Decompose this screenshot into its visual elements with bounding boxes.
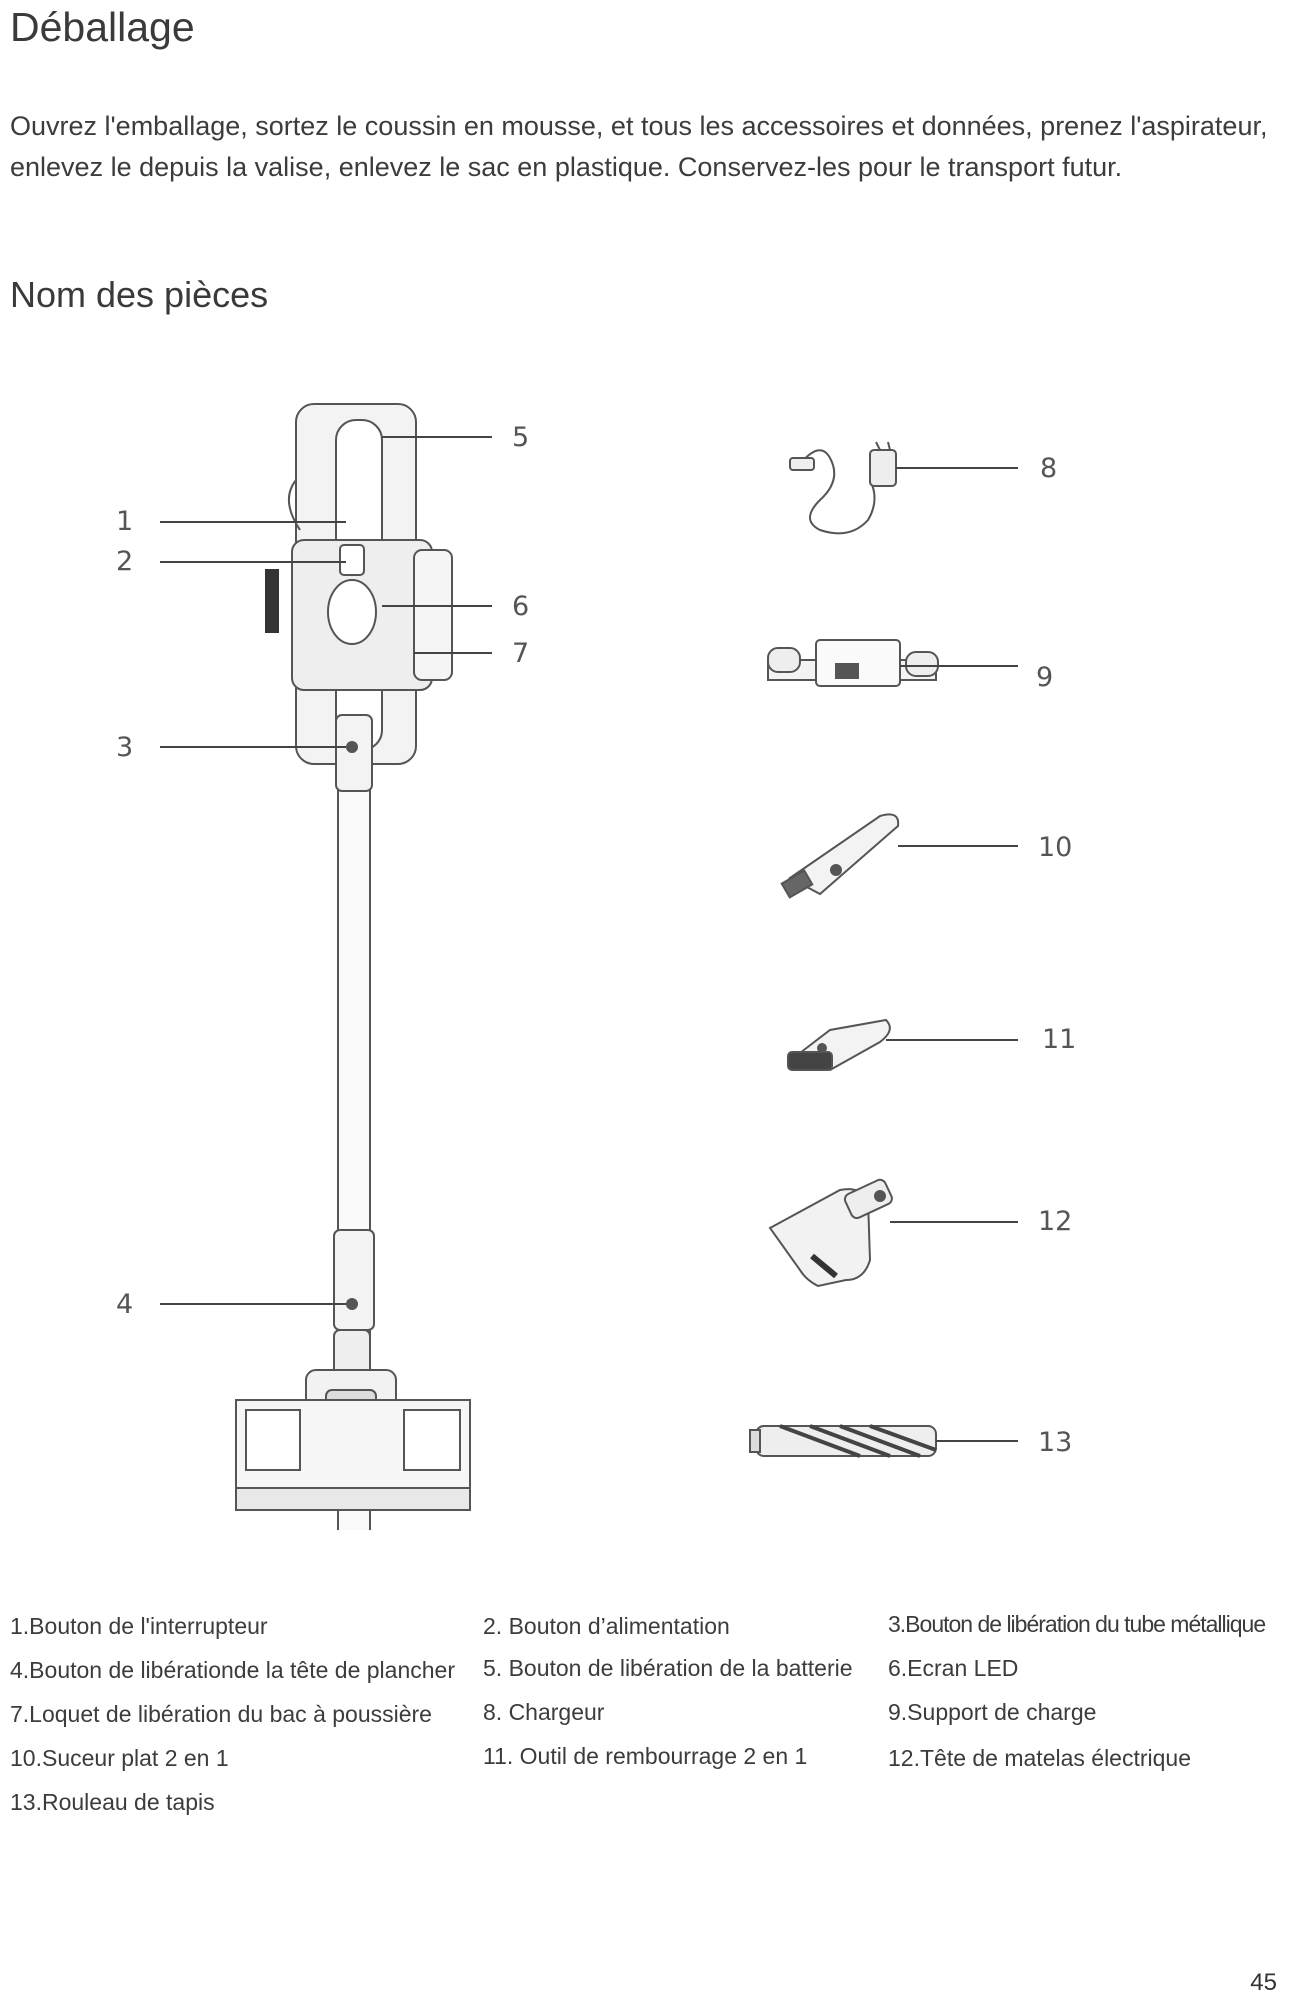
legend-item-12: 12.Tête de matelas électrique <box>888 1745 1192 1771</box>
charger-illustration <box>789 441 897 535</box>
crevice-tool-illustration <box>780 813 900 899</box>
callout-7: 7 <box>512 638 529 669</box>
vacuum-illustration <box>235 403 471 1530</box>
page-number: 45 <box>1250 1969 1277 1996</box>
callout-2: 2 <box>116 546 133 577</box>
callout-4: 4 <box>116 1289 133 1320</box>
callout-9: 9 <box>1036 662 1053 693</box>
section-title: Déballage <box>10 4 195 50</box>
charging-stand-illustration <box>767 639 939 687</box>
callout-1: 1 <box>116 506 133 537</box>
parts-title: Nom des pièces <box>10 274 269 315</box>
upholstery-tool-illustration <box>787 1018 891 1072</box>
legend-item-4: 4.Bouton de libérationde la tête de plan… <box>10 1657 455 1683</box>
legend-item-8: 8. Chargeur <box>483 1699 605 1725</box>
legend-item-11: 11. Outil de rembourrage 2 en 1 <box>483 1743 808 1769</box>
intro-paragraph: Ouvrez l'emballage, sortez le coussin en… <box>10 111 1268 182</box>
callout-6: 6 <box>512 591 529 622</box>
legend-item-7: 7.Loquet de libération du bac à poussièr… <box>10 1701 432 1727</box>
legend-item-5: 5. Bouton de libération de la batterie <box>483 1655 853 1681</box>
legend-item-3: 3.Bouton de libération du tube métalliqu… <box>888 1611 1266 1637</box>
legend-item-2: 2. Bouton d’alimentation <box>483 1613 730 1639</box>
carpet-roller-illustration <box>749 1424 937 1458</box>
callout-3: 3 <box>116 732 133 763</box>
mattress-head-illustration <box>768 1178 893 1288</box>
callout-12: 12 <box>1038 1206 1072 1237</box>
legend-item-13: 13.Rouleau de tapis <box>10 1789 215 1815</box>
legend-item-1: 1.Bouton de l'interrupteur <box>10 1613 268 1639</box>
callout-5: 5 <box>512 422 529 453</box>
legend-item-10: 10.Suceur plat 2 en 1 <box>10 1745 229 1771</box>
legend-item-6: 6.Ecran LED <box>888 1655 1019 1681</box>
callout-13: 13 <box>1038 1427 1072 1458</box>
legend-item-9: 9.Support de charge <box>888 1699 1097 1725</box>
callout-10: 10 <box>1038 832 1072 863</box>
callout-8: 8 <box>1040 453 1057 484</box>
callout-11: 11 <box>1042 1024 1076 1055</box>
callout-lines <box>160 436 1018 1442</box>
parts-diagram: 1 2 3 4 5 6 7 8 9 10 11 12 13 <box>116 403 1076 1530</box>
